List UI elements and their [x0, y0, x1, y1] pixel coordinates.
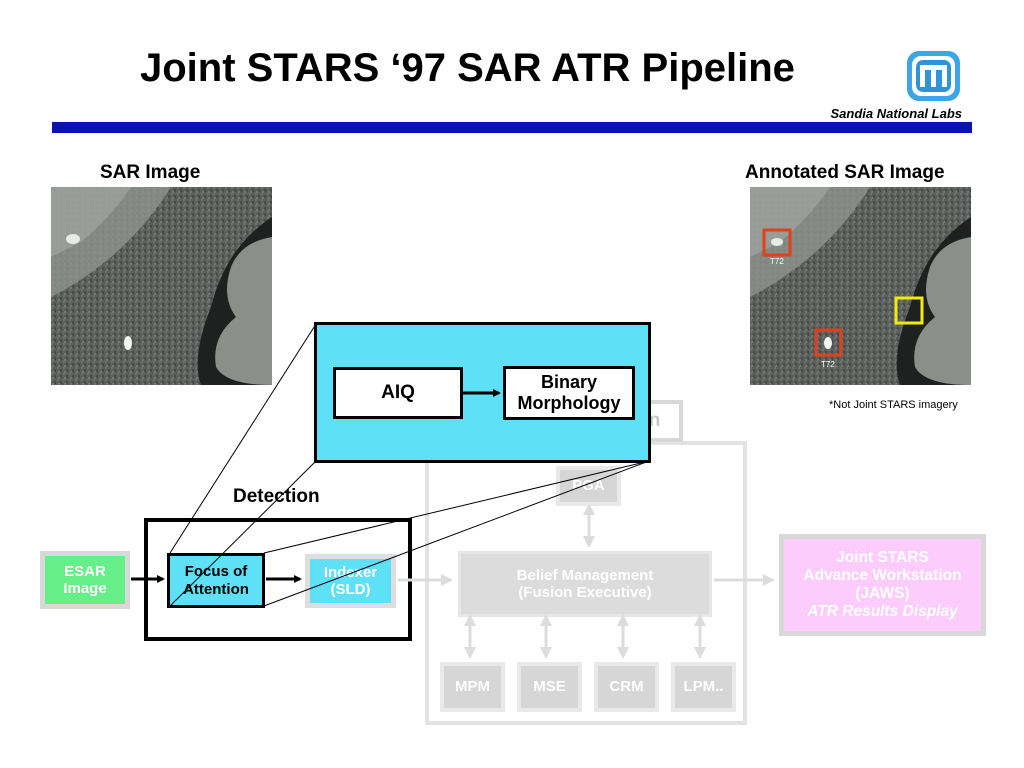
mpm-label: MPM [455, 678, 490, 696]
binary-line-1: Binary [540, 372, 597, 393]
zoom-line [169, 460, 317, 607]
footnote: *Not Joint STARS imagery [829, 399, 958, 411]
jaws-line-2: Advance Workstation [803, 567, 962, 585]
jaws-line-1: Joint STARS [836, 549, 929, 567]
sar-image-label: SAR Image [100, 162, 201, 183]
target-tag: T72 [770, 257, 784, 266]
aiq-label: AIQ [381, 382, 415, 404]
foa-line-2: Attention [183, 580, 249, 598]
esar-line-1: ESAR [64, 562, 106, 580]
page-title: Joint STARS ‘97 SAR ATR Pipeline [140, 46, 795, 90]
sar-image [51, 187, 272, 385]
crm-label: CRM [609, 678, 644, 696]
binary-line-2: Morphology [517, 393, 621, 413]
annotated-sar-image-label: Annotated SAR Image [745, 162, 945, 183]
organization-label: Sandia National Labs [830, 106, 962, 121]
belief-line-2: (Fusion Executive) [518, 584, 652, 601]
indexer-box: Indexer(SLD) [305, 554, 396, 608]
detection-label: Detection [233, 486, 320, 507]
lpm-label: LPM.. [683, 678, 724, 696]
mpm-box: MPM [440, 662, 505, 712]
target-box-1 [762, 228, 792, 257]
zoom-line [263, 460, 650, 607]
jaws-line-3: (JAWS) [855, 585, 910, 602]
header-rule [52, 122, 972, 133]
zoom-line [169, 323, 317, 554]
crm-box: CRM [594, 662, 659, 712]
pga-label: PGA [572, 477, 605, 495]
belief-management-box: Belief Management(Fusion Executive) [458, 551, 712, 617]
annotated-sar-image: T72 T72 [750, 187, 971, 385]
esar-line-2: Image [63, 580, 107, 597]
mse-box: MSE [517, 662, 582, 712]
sandia-logo-icon [907, 51, 960, 101]
indexer-line-2: (SLD) [330, 581, 371, 598]
lpm-box: LPM.. [671, 662, 736, 712]
hidden-label-text: n [648, 410, 661, 432]
jaws-box: Joint STARS Advance Workstation (JAWS) A… [779, 534, 986, 636]
aiq-box: AIQ [333, 367, 463, 419]
target-tag: T72 [821, 360, 835, 369]
belief-line-1: Belief Management [516, 566, 654, 584]
jaws-line-4: ATR Results Display [807, 602, 958, 620]
zoom-line [263, 460, 650, 554]
target-box-2 [814, 328, 843, 357]
mse-label: MSE [533, 678, 566, 696]
target-box-3 [894, 296, 924, 325]
